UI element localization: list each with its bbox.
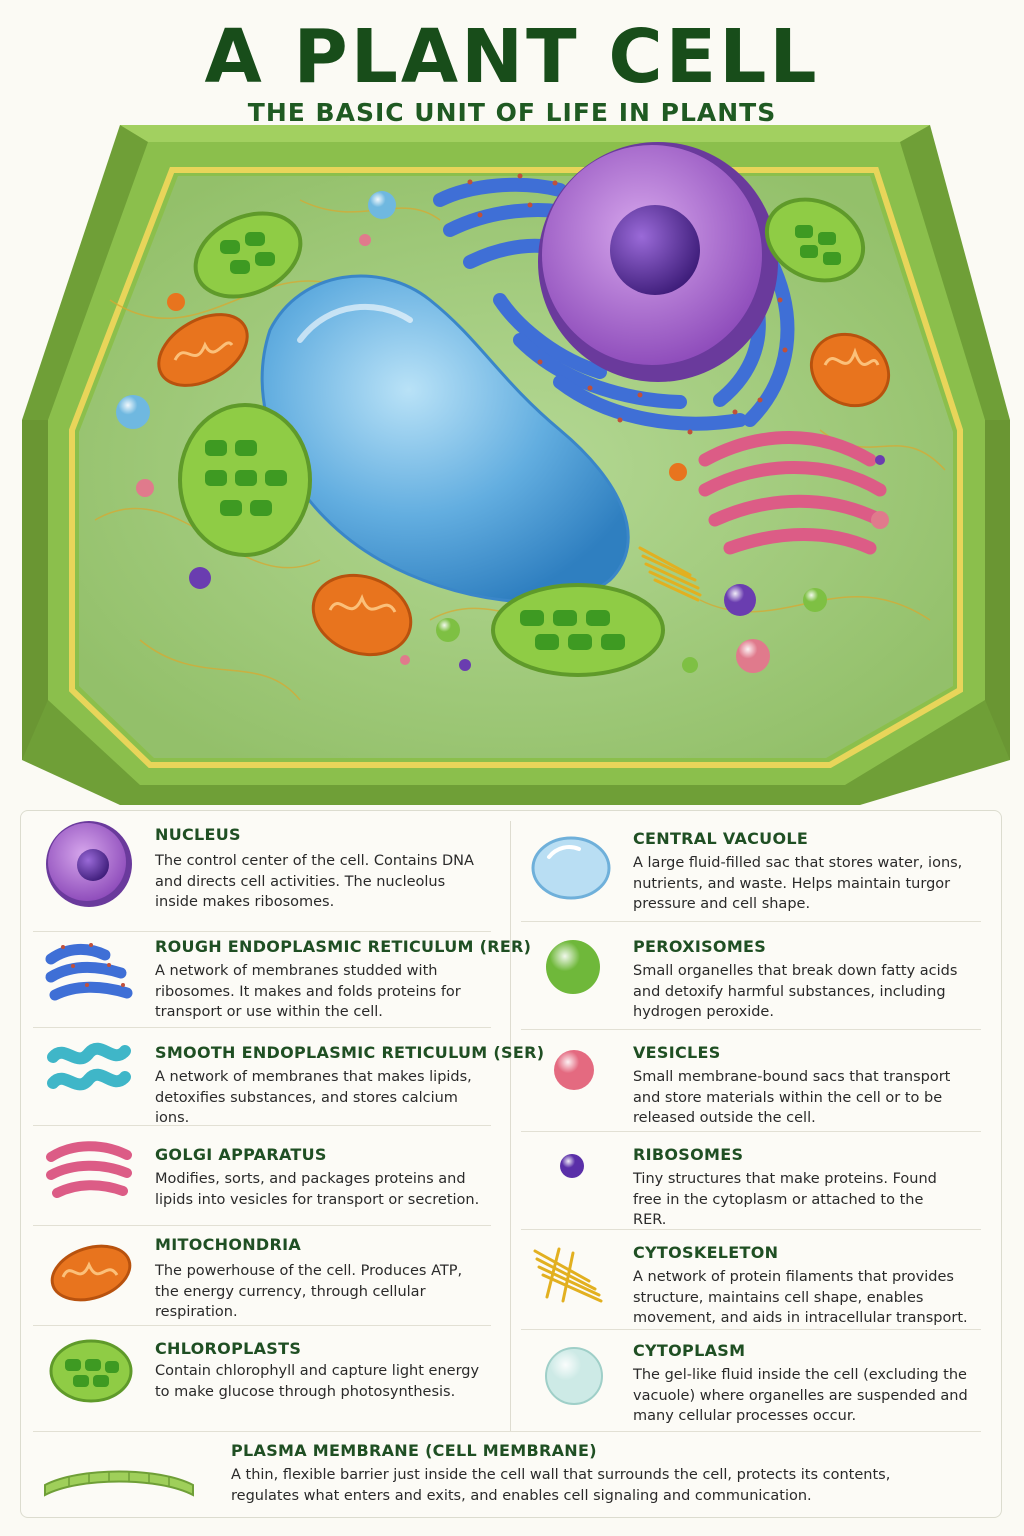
legend-desc-chloroplasts: Contain chlorophyll and capture light en… — [155, 1363, 480, 1400]
legend-title-plasma-membrane: PLASMA MEMBRANE (CELL MEMBRANE) — [231, 1441, 597, 1460]
legend-title-golgi: GOLGI APPARATUS — [155, 1145, 327, 1164]
legend-separator — [521, 921, 981, 922]
golgi-apparatus — [698, 431, 887, 555]
legend-desc-cytoskeleton: A network of protein filaments that prov… — [633, 1269, 968, 1326]
legend-desc-ribosomes: Tiny structures that make proteins. Foun… — [633, 1171, 937, 1228]
cytoskeleton-icon — [533, 1247, 603, 1303]
legend-desc-nucleus: The control center of the cell. Contains… — [155, 853, 474, 910]
golgi-icon — [46, 1141, 132, 1198]
legend-desc-cytoplasm: The gel-like fluid inside the cell (excl… — [633, 1367, 968, 1424]
page-subtitle: THE BASIC UNIT OF LIFE IN PLANTS — [247, 98, 777, 127]
mitochondrion-2 — [311, 573, 413, 657]
legend-title-chloroplasts: CHLOROPLASTS — [155, 1339, 302, 1358]
mitochondria-icon — [50, 1244, 132, 1302]
legend-desc-peroxisomes: Small organelles that break down fatty a… — [633, 963, 958, 1020]
chloroplast-2 — [178, 403, 312, 557]
legend-separator — [521, 1229, 981, 1230]
small-organelles — [116, 191, 889, 673]
legend-title-smooth-er: SMOOTH ENDOPLASMIC RETICULUM (SER) — [155, 1043, 545, 1062]
legend-title-nucleus: NUCLEUS — [155, 825, 241, 844]
chloroplast-4 — [764, 197, 866, 283]
cytoplasm-icon — [545, 1347, 603, 1405]
legend-desc-golgi: Modifies, sorts, and packages proteins a… — [155, 1171, 480, 1208]
chloroplast-3 — [491, 583, 665, 677]
vesicle-icon — [554, 1050, 594, 1090]
ribosome-icon — [560, 1154, 584, 1178]
legend-desc-plasma-membrane: A thin, flexible barrier just inside the… — [231, 1467, 891, 1504]
nucleus — [538, 142, 778, 382]
legend-separator — [33, 1027, 491, 1028]
legend-desc-central-vacuole: A large fluid-filled sac that stores wat… — [633, 855, 963, 912]
legend-title-vesicles: VESICLES — [633, 1043, 721, 1062]
central-vacuole — [260, 274, 630, 604]
mitochondrion-1 — [157, 313, 249, 387]
legend-title-rough-er: ROUGH ENDOPLASMIC RETICULUM (RER) — [155, 937, 532, 956]
smooth-er-icon — [47, 1042, 131, 1091]
legend-title-cytoplasm: CYTOPLASM — [633, 1341, 746, 1360]
cytoskeleton-bundle — [638, 546, 702, 602]
legend-desc-rough-er: A network of membranes studded with ribo… — [155, 963, 461, 1020]
chloroplast-1 — [193, 211, 303, 299]
chloroplast-icon — [49, 1339, 133, 1403]
legend-separator — [521, 1329, 981, 1330]
peroxisome-icon — [546, 940, 600, 994]
page-title: A PLANT CELL — [204, 14, 820, 100]
legend-title-mitochondria: MITOCHONDRIA — [155, 1235, 302, 1254]
rough-er-icon — [45, 943, 133, 1001]
legend-separator — [33, 1431, 981, 1432]
nucleus-icon — [46, 821, 132, 907]
legend-separator — [521, 1029, 981, 1030]
legend-title-cytoskeleton: CYTOSKELETON — [633, 1243, 779, 1262]
legend-separator — [521, 1131, 981, 1132]
vacuole-icon — [531, 836, 611, 900]
mitochondrion-3 — [809, 332, 891, 408]
plasma-membrane-icon — [44, 1470, 194, 1497]
plasma-membrane — [69, 167, 963, 768]
legend-divider — [510, 821, 511, 1431]
legend-title-central-vacuole: CENTRAL VACUOLE — [633, 829, 809, 848]
plant-cell-illustration — [22, 125, 1010, 805]
legend-separator — [33, 1225, 491, 1226]
legend-separator — [33, 931, 491, 932]
legend-separator — [33, 1325, 491, 1326]
legend-panel: NUCLEUS The control center of the cell. … — [20, 810, 1002, 1518]
legend-desc-vesicles: Small membrane-bound sacs that transport… — [633, 1069, 951, 1126]
legend-desc-smooth-er: A network of membranes that makes lipids… — [155, 1069, 472, 1126]
legend-title-ribosomes: RIBOSOMES — [633, 1145, 744, 1164]
legend-title-peroxisomes: PEROXISOMES — [633, 937, 767, 956]
legend-desc-mitochondria: The powerhouse of the cell. Produces ATP… — [155, 1263, 463, 1320]
legend-separator — [33, 1125, 491, 1126]
